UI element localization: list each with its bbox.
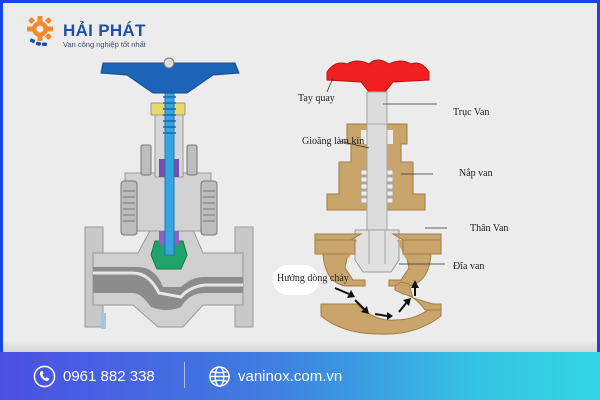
label-nap-van: Nắp van — [459, 168, 493, 179]
gear-logo-icon — [27, 16, 53, 46]
footer-shadow — [3, 340, 597, 352]
brand-name: HẢI PHÁT — [63, 21, 146, 40]
website-url: vaninox.com.vn — [238, 367, 343, 385]
gate-valve-diagram — [84, 57, 254, 329]
label-highlight — [273, 265, 319, 295]
globe-icon — [209, 365, 230, 387]
label-than-van: Thân Van — [470, 223, 509, 234]
label-tay-quay: Tay quay — [298, 93, 335, 104]
phone-number: 0961 882 338 — [63, 367, 155, 385]
brand-tagline: Van công nghiệp tốt nhất — [63, 40, 146, 49]
phone-contact[interactable]: 0961 882 338 — [33, 364, 155, 388]
footer-divider — [184, 362, 185, 388]
globe-valve-diagram — [314, 59, 447, 335]
phone-icon — [33, 365, 56, 387]
contact-footer: 0961 882 338 vaninox.com.vn — [0, 352, 600, 400]
label-gioang-lam-kin: Gioăng làm kín — [302, 136, 365, 147]
label-dia-van: Đĩa van — [453, 261, 485, 272]
website-link[interactable]: vaninox.com.vn — [208, 364, 342, 388]
label-huong-dong-chay: Hướng dòng chảy — [277, 273, 349, 284]
label-truc-van: Trục Van — [453, 107, 490, 118]
infographic-canvas: HẢI PHÁT Van công nghiệp tốt nhất — [3, 3, 597, 397]
brand-logo[interactable]: HẢI PHÁT Van công nghiệp tốt nhất — [23, 15, 153, 51]
